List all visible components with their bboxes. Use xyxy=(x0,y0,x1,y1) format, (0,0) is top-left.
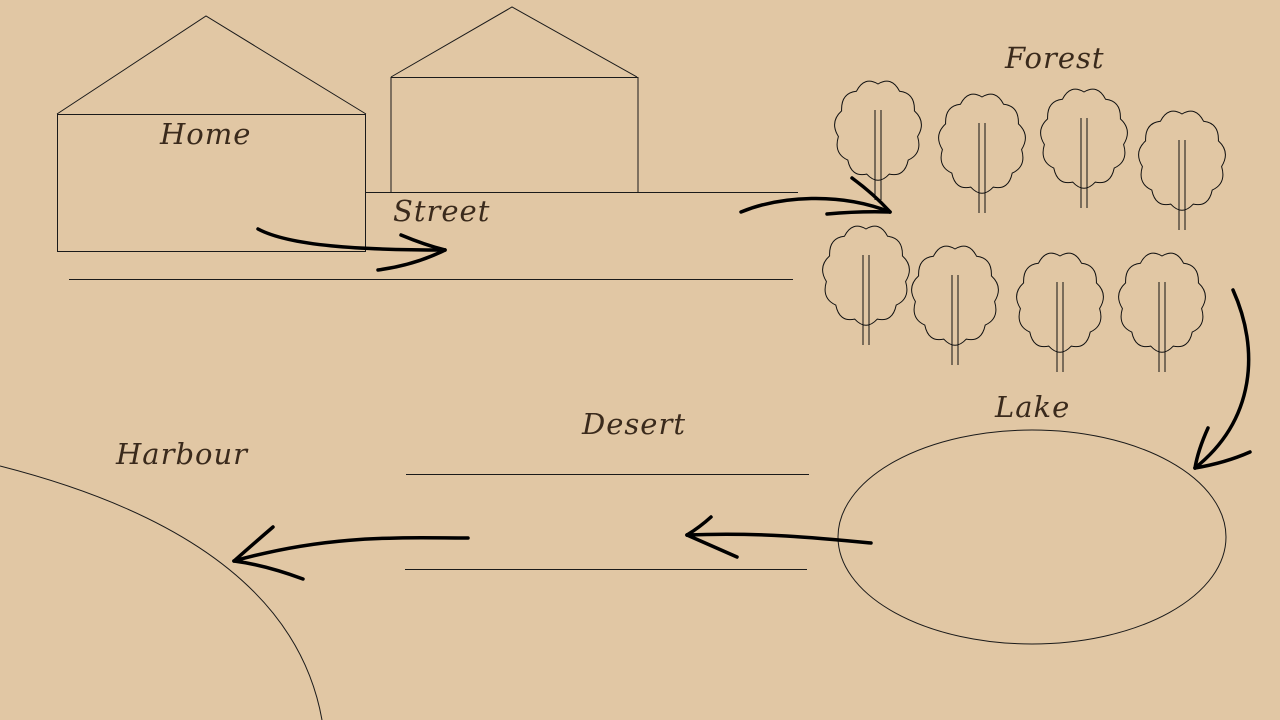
lake-shape xyxy=(837,429,1227,645)
label-forest: Forest xyxy=(1004,41,1105,75)
tree xyxy=(1016,252,1104,372)
tree-crown xyxy=(938,93,1026,194)
desert-area xyxy=(405,474,809,570)
tree-crown xyxy=(1118,252,1206,353)
label-lake: Lake xyxy=(994,390,1070,424)
arrow-street-to-forest xyxy=(739,176,892,216)
street-road xyxy=(69,192,798,280)
second-house xyxy=(390,6,639,192)
arrow-lake-to-desert xyxy=(685,515,873,559)
label-home: Home xyxy=(159,117,251,151)
tree xyxy=(1040,88,1128,208)
tree xyxy=(1118,252,1206,372)
arrow-home-to-street xyxy=(256,227,447,272)
tree-crown xyxy=(1040,88,1128,189)
tree xyxy=(822,225,910,345)
tree-crown xyxy=(1016,252,1104,353)
forest-trees xyxy=(822,80,1226,372)
arrow-desert-to-harbour xyxy=(232,525,470,581)
label-street: Street xyxy=(393,194,490,228)
tree xyxy=(938,93,1026,213)
label-desert: Desert xyxy=(581,407,686,441)
tree-crown xyxy=(834,80,922,181)
tree-crown xyxy=(822,225,910,326)
home-house xyxy=(56,15,367,252)
label-harbour: Harbour xyxy=(115,437,249,471)
harbour-shoreline xyxy=(0,465,323,720)
tree-crown xyxy=(911,245,999,346)
arrow-forest-to-lake xyxy=(1193,288,1252,470)
tree xyxy=(834,80,922,200)
tree xyxy=(911,245,999,365)
tree-crown xyxy=(1138,110,1226,211)
tree xyxy=(1138,110,1226,230)
